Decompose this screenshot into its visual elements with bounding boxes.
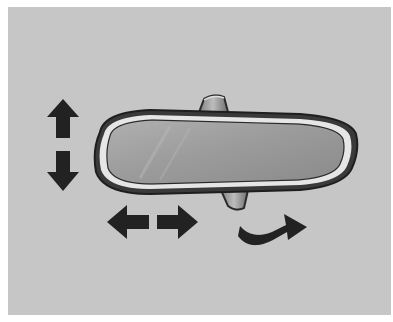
arrow-right-icon (157, 205, 198, 239)
rearview-mirror-illustration (93, 108, 359, 196)
mirror-bottom-mount (218, 186, 250, 211)
tilt-rotate-arrow-icon (238, 214, 307, 246)
arrow-down-icon (47, 151, 79, 191)
arrow-left-icon (107, 205, 149, 239)
mirror-top-mount (196, 94, 230, 117)
mirror-glass (106, 119, 345, 185)
arrow-up-icon (47, 99, 79, 138)
